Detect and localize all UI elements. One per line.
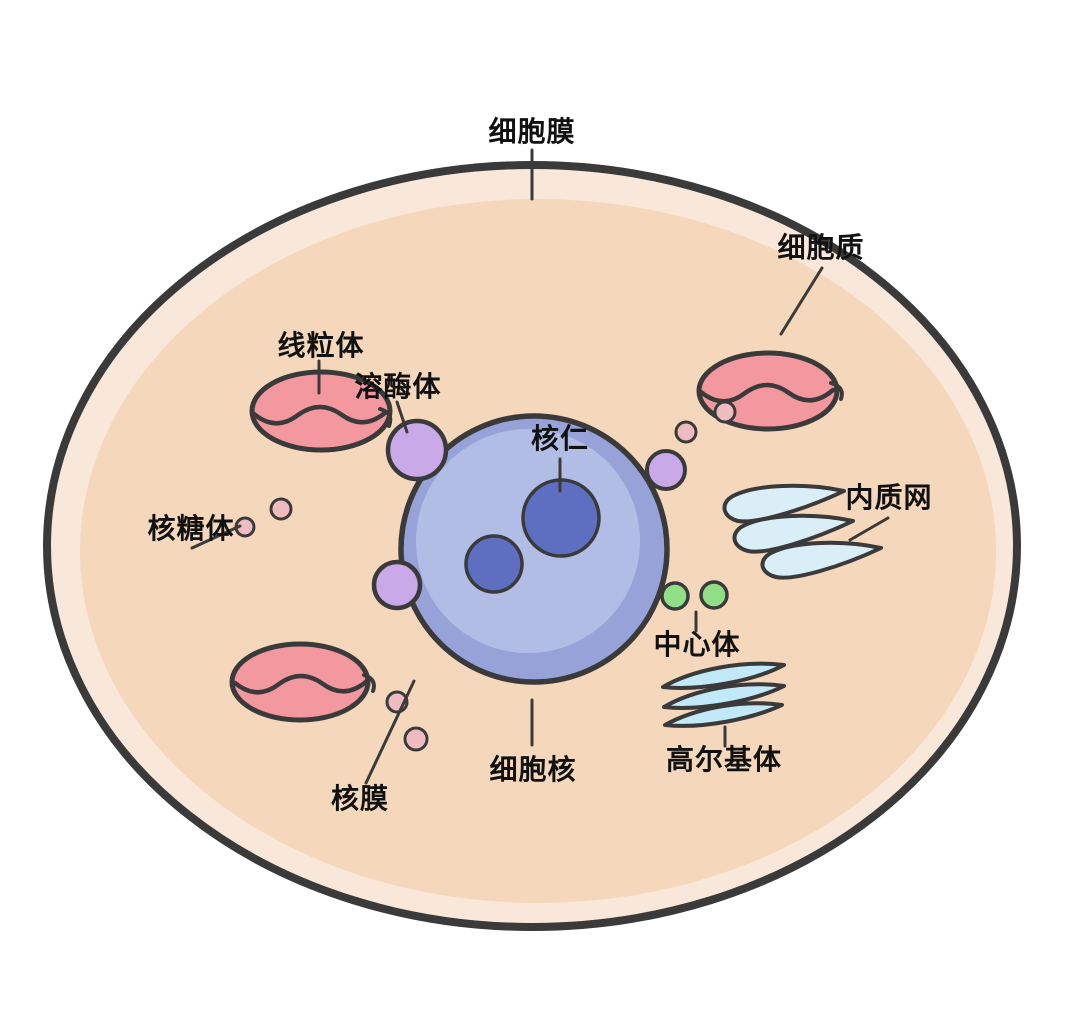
label-cytoplasm: 细胞质 bbox=[777, 232, 865, 263]
mitochondrion-shape-top-left bbox=[249, 369, 393, 453]
golgi-cisterna-shape-3 bbox=[663, 701, 784, 728]
centriole-shape-1 bbox=[660, 581, 690, 611]
label-nucleolus: 核仁 bbox=[530, 423, 590, 454]
mitochondrion-tail-top-left bbox=[378, 407, 393, 428]
label-centrosome: 中心体 bbox=[653, 629, 741, 660]
lysosome-shape-right bbox=[645, 449, 687, 491]
nucleolus-shape-small bbox=[464, 534, 524, 594]
leader-line-ribosome bbox=[190, 524, 242, 550]
label-endoplasmic-reticulum: 内质网 bbox=[845, 482, 933, 513]
ribosome-shape-2 bbox=[269, 497, 293, 521]
er-cisterna-shape-1 bbox=[722, 483, 846, 524]
label-nuclear-membrane: 核膜 bbox=[330, 783, 390, 814]
centriole-shape-2 bbox=[699, 580, 729, 610]
lysosome-shape-bottom bbox=[371, 559, 423, 611]
label-golgi-apparatus: 高尔基体 bbox=[665, 744, 783, 775]
vesicle-shape-2 bbox=[403, 726, 429, 752]
mitochondrion-crista-wave-top-left bbox=[251, 404, 389, 426]
golgi-cisterna-shape-2 bbox=[662, 682, 786, 710]
leader-line-lysosome bbox=[395, 400, 409, 434]
label-cell-membrane: 细胞膜 bbox=[488, 116, 576, 147]
lysosome-shape-top bbox=[385, 418, 449, 482]
leader-line-cytoplasm bbox=[779, 266, 824, 336]
mitochondrion-tail-bottom-left bbox=[362, 673, 376, 693]
label-mitochondrion: 线粒体 bbox=[277, 330, 365, 361]
er-cisterna-shape-2 bbox=[732, 513, 855, 554]
mitochondrion-shape-bottom-left bbox=[229, 641, 371, 723]
vesicle-shape-3 bbox=[674, 420, 698, 444]
label-ribosome: 核糖体 bbox=[147, 513, 235, 544]
label-nucleus: 细胞核 bbox=[489, 754, 577, 785]
nucleus-inner-shape bbox=[416, 429, 640, 653]
vesicle-shape-4 bbox=[713, 400, 737, 424]
er-cisterna-shape-3 bbox=[760, 540, 883, 580]
leader-line-nuclear-membrane bbox=[364, 679, 416, 785]
mitochondrion-crista-wave-bottom-left bbox=[232, 673, 370, 695]
golgi-cisterna-shape-1 bbox=[661, 661, 786, 690]
mitochondrion-tail-right bbox=[829, 381, 844, 401]
leader-line-er bbox=[848, 516, 890, 542]
label-lysosome: 溶酶体 bbox=[354, 371, 442, 402]
